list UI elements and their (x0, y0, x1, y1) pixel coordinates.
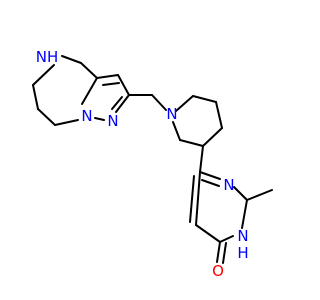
bond (216, 241, 221, 263)
atom-label-n-piperidine: N (166, 105, 177, 123)
bond (246, 189, 273, 201)
atom-label-nh: NH (36, 48, 59, 66)
atom-label-h-pyrimidine: H (237, 244, 248, 262)
bond (54, 119, 79, 126)
atom-label-oxygen: O (212, 262, 224, 280)
bond (172, 121, 181, 141)
bond (195, 171, 201, 226)
bond (179, 139, 204, 147)
bond (96, 74, 119, 79)
bond (222, 242, 227, 264)
atom-label-layer: NH N N N N N H O (36, 48, 249, 280)
bond (37, 108, 56, 126)
bond (115, 94, 130, 113)
bond (151, 94, 167, 111)
bond (81, 77, 98, 105)
bond (32, 84, 39, 110)
bond (111, 96, 123, 110)
bond-layer (32, 55, 273, 264)
bond (102, 82, 120, 86)
bond (241, 199, 248, 229)
atom-label-n-pyrazole: N (107, 112, 118, 130)
bond (199, 145, 204, 173)
bond (192, 95, 217, 103)
atom-label-n-pyrimidine: N (223, 176, 234, 194)
bond (117, 74, 130, 96)
bond (195, 224, 221, 243)
bond (32, 64, 55, 86)
bond (202, 127, 223, 147)
bond (199, 171, 221, 180)
bond (201, 179, 220, 187)
bond (215, 101, 223, 129)
bond (175, 95, 194, 112)
bond (189, 175, 195, 223)
bond (219, 235, 234, 243)
bond (233, 186, 248, 201)
atom-label-n-pyrazole-bridge: N (81, 107, 92, 125)
bond (94, 117, 105, 121)
atom-label-nh-pyrimidine: N (237, 227, 248, 245)
molecule-structure-drawing: NH N N N N N H O (32, 48, 273, 280)
bond (61, 55, 82, 64)
bond (80, 62, 98, 79)
